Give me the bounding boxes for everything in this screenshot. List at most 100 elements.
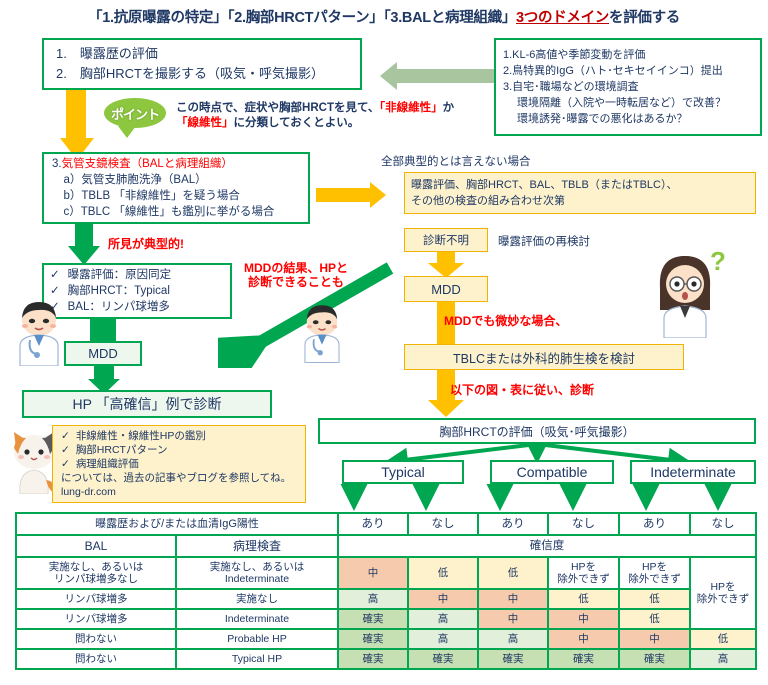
step3-box: 3.気管支鏡検査（BALと病理組織） a）気管支肺胞洗浄（BAL） b）TBLB… [42, 152, 310, 224]
cat-line2: 胸部HRCTパターン [75, 444, 168, 456]
hrct-branch-arrows [318, 440, 756, 472]
step1-box: 1. 曝露歴の評価 2. 胸部HRCTを撮影する（吸気・呼気撮影） [42, 38, 362, 90]
table-cell-bal: 問わない [15, 628, 177, 650]
table-cell-confidence: 低 [618, 608, 692, 630]
table-header-exposure-label: 曝露歴および/または血清IgG陽性 [14, 512, 340, 536]
check-icon: ✓ [50, 285, 60, 297]
cat-line5: lung-dr.com [61, 486, 116, 498]
checklist-line2: 胸部HRCT：Typical [67, 285, 170, 297]
point-bubble: ポイント [104, 98, 166, 138]
page-title: 「1.抗原曝露の特定」「2.胸部HRCTパターン」「3.BALと病理組織」3つの… [0, 6, 768, 27]
table-cell-confidence: 高 [407, 608, 480, 630]
table-header-exposure-value: あり [477, 512, 550, 536]
table-cell-confidence: 高 [407, 628, 480, 650]
green-arrow-checklist-to-mdd [90, 319, 116, 341]
checklist-line3: BAL：リンパ球増多 [67, 301, 170, 313]
hrct-option-typical: Typical [342, 460, 464, 484]
cat-line3: 病理組織評価 [75, 458, 139, 470]
table-cell-confidence: 低 [689, 628, 758, 650]
combo-line2: その他の検査の組み合わせ次第 [411, 195, 565, 207]
hrct-option-indeterminate-label: Indeterminate [650, 464, 736, 480]
point-text-a: この時点で、症状や胸部HRCTを見て、 [176, 102, 380, 114]
tblc-box: TBLCまたは外科的肺生検を検討 [404, 344, 684, 370]
point-note: この時点で、症状や胸部HRCTを見て、「非線維性」か 「線維性」に分類しておくと… [176, 101, 506, 131]
right-evaluation-box: 1.KL-6高値や季節変動を評価 2.鳥特異的IgG（ハト･セキセイインコ）提出… [494, 38, 762, 136]
mdd-subtle-label: MDDでも微妙な場合、 [444, 314, 568, 328]
check-icon: ✓ [61, 458, 70, 470]
check-icon: ✓ [50, 301, 60, 313]
combo-line1: 曝露評価、胸部HRCT、BAL、TBLB（またはTBLC）、 [411, 179, 678, 191]
checklist-line1: 曝露評価：原因同定 [67, 269, 172, 281]
table-row: 実施なし、あるいは リンパ球増多なし実施なし、あるいは Indeterminat… [15, 556, 758, 630]
hp-result-label: HP 「高確信」例で診断 [72, 396, 222, 412]
not-all-typical-label: 全部典型的とは言えない場合 [381, 156, 531, 168]
table-cell-confidence: 低 [618, 588, 692, 610]
table-cell-confidence: 確実 [337, 648, 410, 670]
right-box-line4: 環境隔離（入院や一時転居など）で改善？ [503, 97, 727, 109]
point-text-c: か [442, 102, 455, 114]
table-cell-confidence: 中 [337, 556, 410, 590]
hp-result-box: HP 「高確信」例で診断 [22, 390, 272, 418]
hrct-option-typical-label: Typical [381, 464, 425, 480]
yellow-arrow-tblc-to-hrct [428, 370, 464, 418]
green-arrow-step3-to-checklist [68, 224, 102, 266]
table-cell-bal: 実施なし、あるいは リンパ球増多なし [15, 556, 177, 590]
table-cell-confidence: 確実 [337, 628, 410, 650]
point-text-e: に分類しておくとよい。 [233, 117, 360, 129]
table-cell-confidence: 低 [547, 588, 621, 610]
table-header-exposure-value: なし [547, 512, 621, 536]
table-cell-confidence: 低 [477, 556, 550, 590]
table-cell-confidence: 高 [689, 648, 758, 670]
table-header-bal: BAL [15, 534, 177, 558]
right-box-line1: 1.KL-6高値や季節変動を評価 [503, 49, 646, 61]
mdd-right-label: MDD [431, 281, 461, 297]
step3-line1-a: 3. [52, 158, 62, 170]
mdd-left-box: MDD [64, 341, 142, 366]
girl-illustration: ? [652, 248, 728, 338]
combination-box: 曝露評価、胸部HRCT、BAL、TBLB（またはTBLC）、 その他の検査の組み… [404, 172, 756, 214]
undiagnosed-box: 診断不明 [404, 228, 488, 252]
cat-illustration [8, 424, 60, 494]
table-cell-pathology: Typical HP [174, 648, 340, 670]
step1-line1: 1. 曝露歴の評価 [56, 46, 158, 61]
table-cell-confidence: HPを 除外できず [689, 556, 758, 630]
table-cell-confidence: 確実 [547, 648, 621, 670]
mdd-left-label: MDD [88, 346, 118, 361]
table-cell-bal: リンパ球増多 [15, 588, 177, 610]
hrct-option-compatible-label: Compatible [516, 464, 588, 480]
cat-line4: については、過去の記事やブログを参照してね。 [61, 472, 292, 484]
table-header-exposure-value: あり [337, 512, 410, 536]
table-cell-confidence: HPを 除外できず [547, 556, 621, 590]
right-box-line3: 3.自宅･職場などの環境調査 [503, 81, 639, 93]
table-cell-bal: 問わない [15, 648, 177, 670]
cat-reference-box: ✓非線維性・線維性HPの鑑別 ✓胸部HRCTパターン ✓病理組織評価 については… [52, 425, 306, 503]
table-cell-pathology: Probable HP [174, 628, 340, 650]
right-box-line5: 環境誘発･曝露での悪化はあるか？ [503, 113, 688, 125]
table-header-exposure-value: あり [618, 512, 692, 536]
follow-figure-label: 以下の図・表に従い、診断 [450, 383, 595, 397]
svg-text:?: ? [710, 248, 726, 276]
hrct-option-compatible: Compatible [490, 460, 614, 484]
table-header-confidence: 確信度 [337, 534, 758, 558]
table-cell-confidence: 中 [477, 588, 550, 610]
down-arrows-to-table [318, 481, 756, 514]
step3-line4: c）TBLC 「線維性」も鑑別に挙がる場合 [52, 206, 275, 218]
right-box-line2: 2.鳥特異的IgG（ハト･セキセイインコ）提出 [503, 65, 723, 77]
yellow-arrow-right-to-combo [316, 182, 388, 208]
table-cell-confidence: 低 [407, 556, 480, 590]
step1-line2: 2. 胸部HRCTを撮影する（吸気・呼気撮影） [56, 66, 324, 81]
hrct-option-indeterminate: Indeterminate [630, 460, 756, 484]
title-highlight: 3つのドメイン [516, 10, 609, 26]
table-cell-confidence: 高 [337, 588, 410, 610]
table-row: リンパ球増多実施なし高中中低低 [15, 588, 756, 610]
mdd-result-label: MDDの結果、HPと 診断できることも [244, 261, 348, 289]
table-cell-bal: リンパ球増多 [15, 608, 177, 630]
table-cell-confidence: 中 [547, 628, 621, 650]
table-header-pathology: 病理検査 [174, 534, 340, 558]
table-cell-confidence: 確実 [407, 648, 480, 670]
